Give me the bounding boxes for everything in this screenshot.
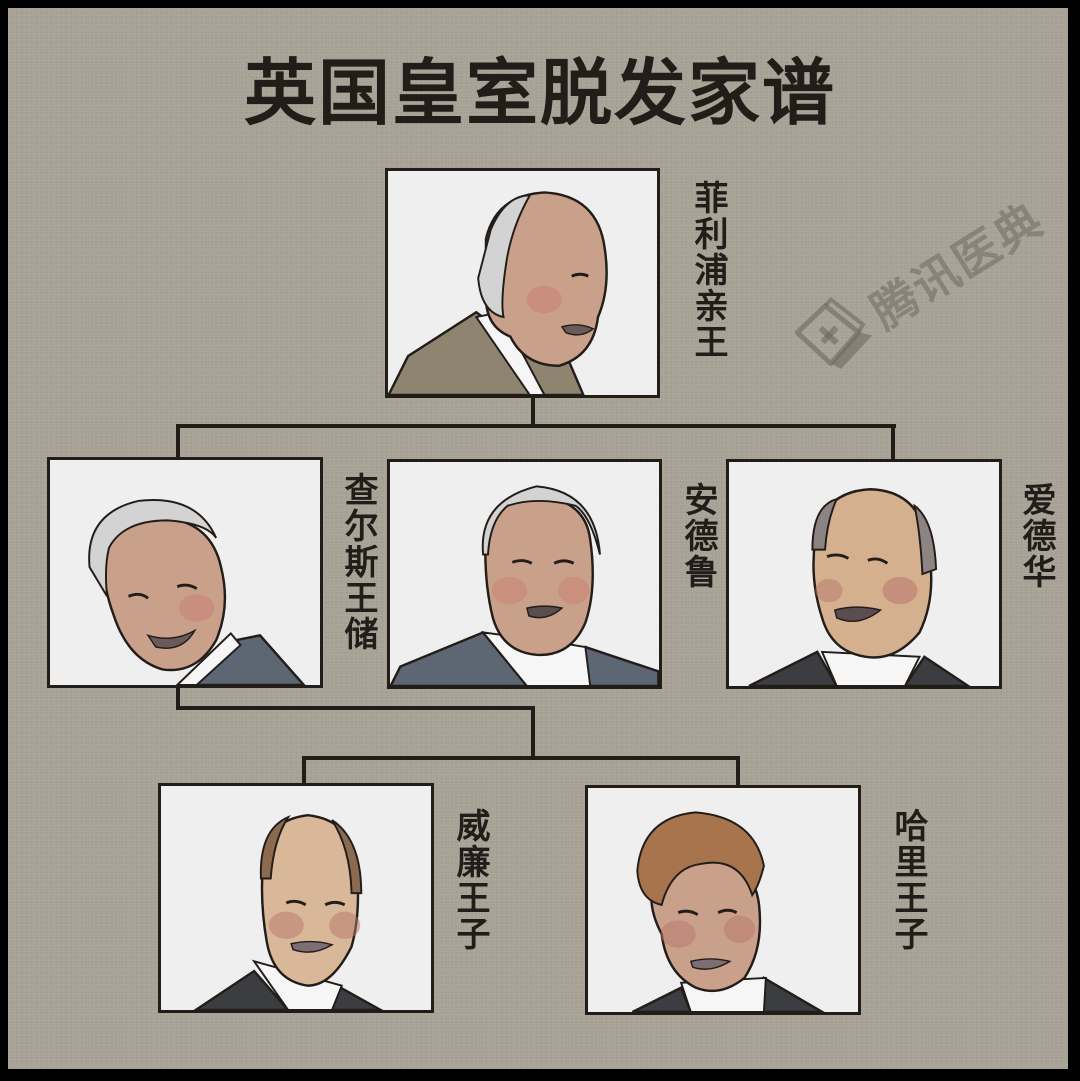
philip-illustration [388,191,608,395]
portrait-charles [47,457,323,688]
connector-charles-down [176,686,180,710]
connector-gen2-bar [176,424,896,428]
portrait-andrew [387,459,662,689]
page-title: 英国皇室脱发家谱 [243,51,836,135]
william-illustration [193,813,384,1010]
connector-mid-down [531,706,535,760]
portrait-edward [726,459,1002,689]
name-harry: 哈里王子 [888,808,928,952]
connector-to-william [302,756,306,785]
charles-illustration [88,499,306,685]
name-andrew: 安德鲁 [678,482,718,590]
connector-to-harry [736,756,740,787]
medical-book-logo-icon [794,297,873,369]
portrait-philip [385,168,660,398]
name-philip: 菲利浦亲王 [688,180,728,360]
connector-philip-down [531,396,535,427]
name-edward: 爱德华 [1016,482,1056,590]
watermark: 腾讯医典 [747,136,1080,434]
portrait-william [158,783,434,1013]
harry-illustration [631,811,825,1012]
name-william: 威廉王子 [450,808,490,952]
name-charles: 查尔斯王储 [338,472,378,652]
connector-to-edward [891,424,895,460]
andrew-illustration [390,485,659,686]
connector-to-charles [176,424,180,459]
edward-illustration [748,488,971,686]
connector-charles-across [176,706,535,710]
connector-gen3-bar [302,756,740,760]
portrait-harry [585,785,861,1015]
